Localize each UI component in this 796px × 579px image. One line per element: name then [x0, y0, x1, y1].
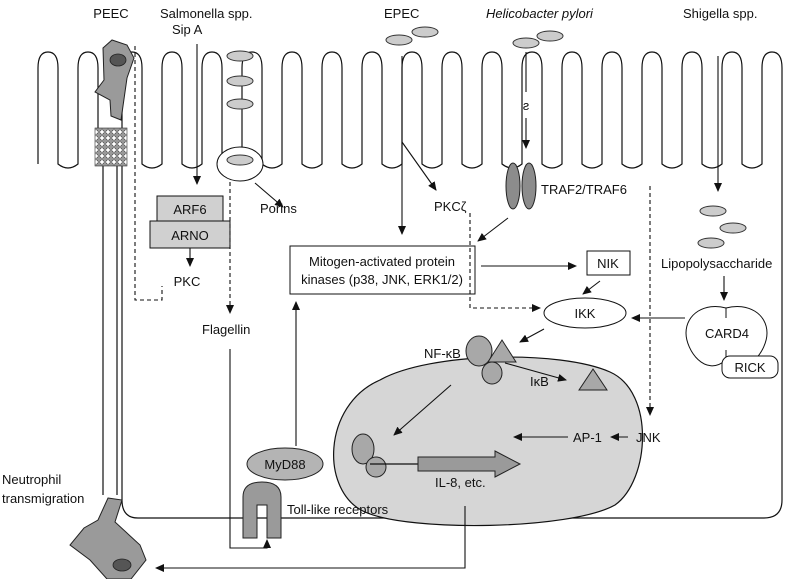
- vacuole-bacterium: [226, 154, 254, 166]
- nik-box: [586, 250, 631, 276]
- neutrophil-bottom: [69, 497, 147, 579]
- hpylori-bacterium-1: [512, 37, 540, 49]
- label-sip-a: Sip A: [172, 22, 203, 37]
- label-jnk: JNK: [636, 430, 661, 445]
- label-h-pylori: Helicobacter pylori: [486, 6, 594, 21]
- label-ikb: IκB: [530, 374, 549, 389]
- epec-bacterium-1: [385, 34, 413, 46]
- arf6-box: [156, 195, 224, 222]
- ikk-complex: [543, 297, 627, 329]
- label-lps: Lipopolysaccharide: [661, 256, 772, 271]
- salmonella-bacterium-2: [226, 75, 254, 87]
- salmonella-bacterium-3: [226, 98, 254, 110]
- epec-bacterium-2: [411, 26, 439, 38]
- arrows: [134, 44, 728, 572]
- ikb-released: [578, 368, 608, 391]
- label-rick: RICK: [734, 360, 765, 375]
- label-salmonella: Salmonella spp.: [160, 6, 253, 21]
- label-mapk-1: Mitogen-activated protein: [309, 254, 455, 269]
- traf-protein-1: [505, 162, 521, 210]
- label-tlr: Toll-like receptors: [287, 502, 389, 517]
- tight-junction: [94, 127, 128, 167]
- label-hp-flagellum: ƨ: [523, 98, 530, 113]
- nfkb-ikb-bound: [487, 339, 517, 363]
- nuclear-nfkb-p65: [365, 456, 387, 478]
- label-arno: ARNO: [171, 228, 209, 243]
- label-porins: Porins: [260, 201, 297, 216]
- rick-box: [721, 355, 779, 379]
- label-epec: EPEC: [384, 6, 419, 21]
- label-pkc: PKC: [174, 274, 201, 289]
- label-myd88: MyD88: [264, 457, 305, 472]
- shigella-bacterium-2: [719, 222, 747, 234]
- label-flagellin: Flagellin: [202, 322, 250, 337]
- shigella-bacterium-1: [699, 205, 727, 217]
- label-pkc-zeta: PKCζ: [434, 199, 467, 214]
- label-neutrophil-2: transmigration: [2, 491, 84, 506]
- hpylori-bacterium-2: [536, 30, 564, 42]
- label-card4: CARD4: [705, 326, 749, 341]
- traf-protein-2: [521, 162, 537, 210]
- neutrophil-top-nucleus: [109, 53, 127, 67]
- label-traf: TRAF2/TRAF6: [541, 182, 627, 197]
- label-arf6: ARF6: [173, 202, 206, 217]
- nfkb-p65: [481, 361, 503, 385]
- label-mapk-2: kinases (p38, JNK, ERK1/2): [301, 272, 463, 287]
- label-ikk: IKK: [575, 306, 596, 321]
- toll-like-receptor: [242, 481, 282, 539]
- label-nfkb: NF-κB: [424, 346, 461, 361]
- shigella-bacterium-3: [697, 237, 725, 249]
- card4-complex: [685, 306, 768, 367]
- cell-nucleus: [333, 356, 644, 527]
- label-ap1: AP-1: [573, 430, 602, 445]
- myd88-adaptor: [246, 447, 324, 481]
- mapk-box: [289, 245, 476, 295]
- nuclear-nfkb-p50: [351, 433, 375, 465]
- salmonella-bacterium-1: [226, 50, 254, 62]
- il8-gene-arrow: [417, 450, 522, 478]
- label-neutrophil-1: Neutrophil: [2, 472, 61, 487]
- label-il8: IL-8, etc.: [435, 475, 486, 490]
- neutrophil-bottom-nucleus: [112, 558, 132, 572]
- label-nik: NIK: [597, 256, 619, 271]
- label-shigella: Shigella spp.: [683, 6, 757, 21]
- neutrophil-top: [94, 39, 135, 121]
- nfkb-p50: [465, 335, 493, 367]
- label-peec: PEEC: [93, 6, 128, 21]
